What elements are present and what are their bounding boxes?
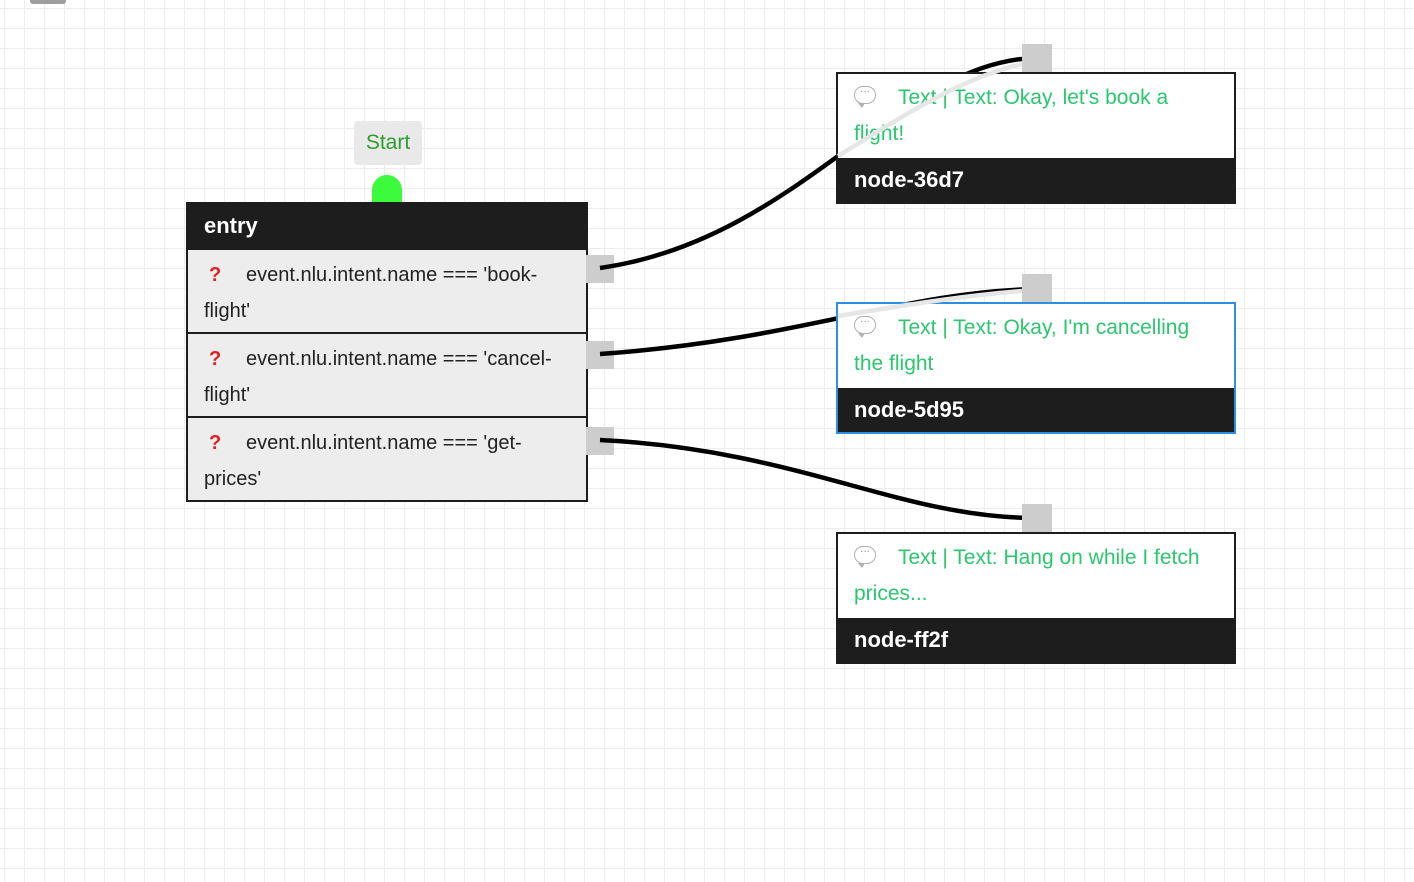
- input-port-36d7[interactable]: [1022, 44, 1052, 72]
- toolbar-tab[interactable]: [30, 0, 66, 4]
- start-port[interactable]: [372, 175, 402, 205]
- input-port-5d95[interactable]: [1022, 274, 1052, 302]
- node-name: node-ff2f: [838, 618, 1234, 662]
- question-icon: ?: [209, 432, 222, 454]
- entry-condition-cancel-flight[interactable]: ?event.nlu.intent.name === 'cancel-fligh…: [188, 332, 586, 416]
- condition-text: event.nlu.intent.name === 'book-flight': [204, 264, 538, 322]
- node-body: ···Text | Text: Okay, I'm cancelling the…: [838, 304, 1234, 388]
- node-body: ···Text | Text: Okay, let's book a fligh…: [838, 74, 1234, 158]
- node-text: Text | Text: Okay, let's book a flight!: [854, 86, 1169, 145]
- output-port-cancel-flight[interactable]: [586, 341, 614, 369]
- condition-text: event.nlu.intent.name === 'get-prices': [204, 432, 522, 490]
- node-text: Text | Text: Hang on while I fetch price…: [854, 546, 1200, 605]
- node-text: Text | Text: Okay, I'm cancelling the fl…: [854, 316, 1190, 375]
- output-port-get-prices[interactable]: [586, 427, 614, 455]
- chat-bubble-icon: ···: [854, 316, 876, 339]
- start-label: Start: [354, 121, 422, 165]
- node-name: node-5d95: [838, 388, 1234, 432]
- entry-condition-book-flight[interactable]: ?event.nlu.intent.name === 'book-flight': [188, 248, 586, 332]
- chat-bubble-icon: ···: [854, 546, 876, 569]
- input-port-ff2f[interactable]: [1022, 504, 1052, 532]
- question-icon: ?: [209, 348, 222, 370]
- node-card-5d95[interactable]: ···Text | Text: Okay, I'm cancelling the…: [836, 302, 1236, 434]
- entry-condition-get-prices[interactable]: ?event.nlu.intent.name === 'get-prices': [188, 416, 586, 500]
- node-card-ff2f[interactable]: ···Text | Text: Hang on while I fetch pr…: [836, 532, 1236, 664]
- node-name: node-36d7: [838, 158, 1234, 202]
- condition-text: event.nlu.intent.name === 'cancel-flight…: [204, 348, 552, 406]
- node-card-36d7[interactable]: ···Text | Text: Okay, let's book a fligh…: [836, 72, 1236, 204]
- link-get-prices[interactable]: [599, 437, 1037, 521]
- question-icon: ?: [209, 264, 222, 286]
- chat-bubble-icon: ···: [854, 86, 876, 109]
- output-port-book-flight[interactable]: [586, 255, 614, 283]
- node-body: ···Text | Text: Hang on while I fetch pr…: [838, 534, 1234, 618]
- entry-node[interactable]: entry ?event.nlu.intent.name === 'book-f…: [186, 202, 588, 502]
- entry-node-title: entry: [204, 213, 258, 238]
